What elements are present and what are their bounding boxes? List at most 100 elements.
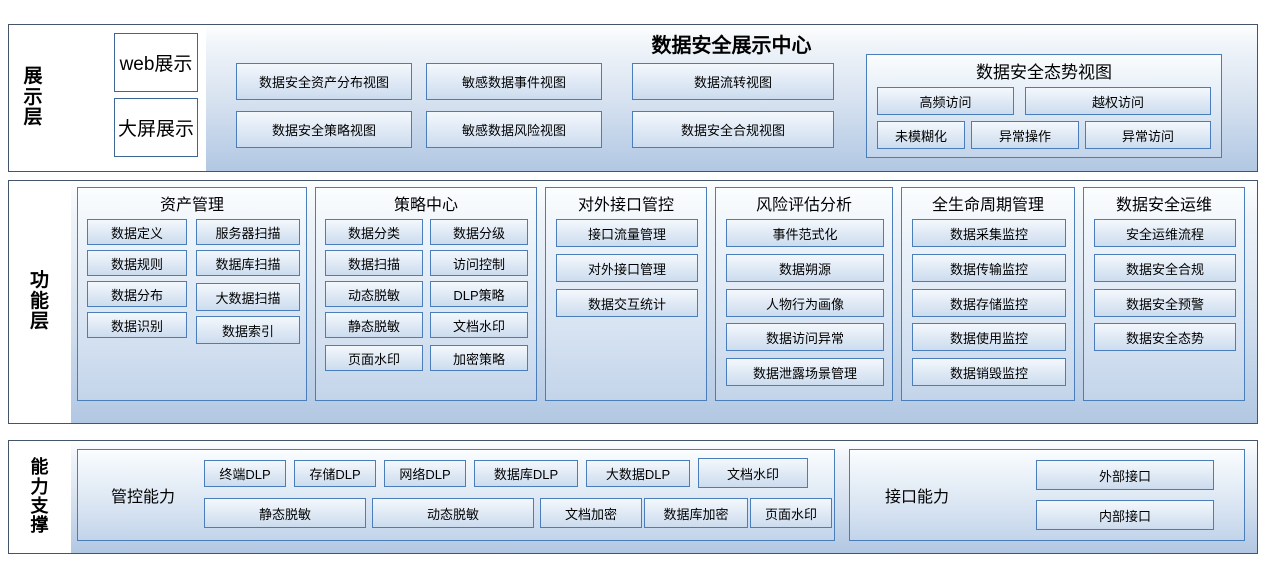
panel-title-risk-assessment: 风险评估分析: [755, 197, 852, 214]
view-box-sensitive-event[interactable]: 敏感数据事件视图: [426, 63, 602, 100]
cap-label: 文档水印: [726, 466, 779, 482]
layer-label-char: 展: [23, 66, 44, 88]
view-label: 数据安全资产分布视图: [258, 75, 389, 90]
cap-label: 大数据DLP: [605, 467, 671, 482]
fn-label: 数据安全态势: [1125, 330, 1204, 346]
web-display-label: web展示: [119, 54, 193, 75]
fn-label: 数据安全合规: [1125, 261, 1204, 277]
fn-box-static-masking[interactable]: 静态脱敏: [325, 312, 423, 338]
view-label: 数据安全策略视图: [271, 123, 376, 138]
control-capability-label: 管控能力: [110, 489, 175, 506]
fn-box-data-distribution[interactable]: 数据分布: [87, 281, 187, 307]
situation-box-privilege-escalation-access[interactable]: 越权访问: [1025, 87, 1211, 115]
cap-box-database-encryption[interactable]: 数据库加密: [644, 498, 748, 528]
fn-box-external-interface-management[interactable]: 对外接口管理: [556, 254, 698, 282]
cap-label: 文档加密: [564, 506, 617, 522]
fn-box-event-normalization[interactable]: 事件范式化: [726, 219, 884, 247]
fn-box-security-early-warning[interactable]: 数据安全预警: [1094, 289, 1236, 317]
layer-label-char: 能: [29, 290, 50, 312]
fn-box-collection-monitoring[interactable]: 数据采集监控: [912, 219, 1066, 247]
fn-box-storage-monitoring[interactable]: 数据存储监控: [912, 289, 1066, 317]
fn-box-document-watermark[interactable]: 文档水印: [430, 312, 528, 338]
fn-box-bigdata-scan[interactable]: 大数据扫描: [196, 283, 300, 311]
fn-box-data-grading[interactable]: 数据分级: [430, 219, 528, 245]
web-display-box[interactable]: web展示: [114, 33, 198, 92]
fn-box-data-provenance[interactable]: 数据朔源: [726, 254, 884, 282]
situation-label: 异常操作: [998, 128, 1051, 144]
fn-box-interface-traffic-management[interactable]: 接口流量管理: [556, 219, 698, 247]
situation-label: 高频访问: [919, 94, 972, 110]
cap-box-internal-interface[interactable]: 内部接口: [1036, 500, 1214, 530]
cap-box-storage-dlp[interactable]: 存储DLP: [294, 460, 376, 487]
cap-box-endpoint-dlp[interactable]: 终端DLP: [204, 460, 286, 487]
fn-box-security-compliance[interactable]: 数据安全合规: [1094, 254, 1236, 282]
cap-box-document-watermark[interactable]: 文档水印: [698, 458, 808, 488]
fn-label: 人物行为画像: [765, 296, 844, 312]
fn-label: 服务器扫描: [215, 225, 281, 241]
fn-box-data-definition[interactable]: 数据定义: [87, 219, 187, 245]
fn-label: 数据传输监控: [949, 261, 1028, 277]
fn-box-secure-ops-process[interactable]: 安全运维流程: [1094, 219, 1236, 247]
fn-label: 数据分类: [347, 225, 400, 241]
support-layer-body: 管控能力 终端DLP 存储DLP 网络DLP 数据库DLP 大数据DLP 文档水…: [71, 441, 1257, 553]
cap-label: 存储DLP: [309, 467, 361, 482]
situation-label: 未模糊化: [894, 128, 947, 144]
fn-box-leak-scenario-management[interactable]: 数据泄露场景管理: [726, 358, 884, 386]
cap-box-page-watermark[interactable]: 页面水印: [750, 498, 832, 528]
fn-box-data-identification[interactable]: 数据识别: [87, 312, 187, 338]
fn-label: DLP策略: [453, 287, 505, 303]
fn-box-security-situation[interactable]: 数据安全态势: [1094, 323, 1236, 351]
panel-title-security-operations: 数据安全运维: [1115, 197, 1212, 214]
cap-box-static-masking[interactable]: 静态脱敏: [204, 498, 366, 528]
cap-label: 网络DLP: [399, 467, 451, 482]
fn-box-destruction-monitoring[interactable]: 数据销毁监控: [912, 358, 1066, 386]
situation-box-abnormal-operation[interactable]: 异常操作: [971, 121, 1079, 149]
cap-box-dynamic-masking[interactable]: 动态脱敏: [372, 498, 534, 528]
fn-box-transmission-monitoring[interactable]: 数据传输监控: [912, 254, 1066, 282]
view-box-compliance[interactable]: 数据安全合规视图: [632, 111, 834, 148]
fn-label: 数据使用监控: [949, 330, 1028, 346]
view-box-sensitive-risk[interactable]: 敏感数据风险视图: [426, 111, 602, 148]
view-box-asset-distribution[interactable]: 数据安全资产分布视图: [236, 63, 412, 100]
fn-box-usage-monitoring[interactable]: 数据使用监控: [912, 323, 1066, 351]
view-box-security-policy[interactable]: 数据安全策略视图: [236, 111, 412, 148]
situation-label: 越权访问: [1091, 94, 1144, 110]
fn-label: 数据分布: [110, 287, 163, 303]
cap-box-bigdata-dlp[interactable]: 大数据DLP: [586, 460, 690, 487]
fn-box-data-interaction-statistics[interactable]: 数据交互统计: [556, 289, 698, 317]
fn-box-dlp-policy[interactable]: DLP策略: [430, 281, 528, 307]
fn-box-server-scan[interactable]: 服务器扫描: [196, 219, 300, 245]
cap-box-document-encryption[interactable]: 文档加密: [540, 498, 642, 528]
fn-box-data-classification[interactable]: 数据分类: [325, 219, 423, 245]
fn-box-encryption-policy[interactable]: 加密策略: [430, 345, 528, 371]
panel-policy-center: 策略中心 数据分类 数据扫描 动态脱敏 静态脱敏 页面水印 数据分级 访问控制 …: [315, 187, 537, 401]
cap-label: 动态脱敏: [426, 506, 479, 522]
layer-label-char: 支: [30, 496, 50, 516]
bigscreen-display-box[interactable]: 大屏展示: [114, 98, 198, 157]
fn-box-person-behavior-profile[interactable]: 人物行为画像: [726, 289, 884, 317]
fn-box-data-index[interactable]: 数据索引: [196, 316, 300, 344]
cap-box-network-dlp[interactable]: 网络DLP: [384, 460, 466, 487]
cap-box-database-dlp[interactable]: 数据库DLP: [474, 460, 578, 487]
situation-box-unmasked[interactable]: 未模糊化: [877, 121, 965, 149]
panel-title-lifecycle-management: 全生命周期管理: [931, 197, 1044, 214]
cap-box-external-interface[interactable]: 外部接口: [1036, 460, 1214, 490]
fn-label: 数据索引: [221, 323, 274, 339]
situation-box-abnormal-access[interactable]: 异常访问: [1085, 121, 1211, 149]
fn-label: 数据采集监控: [949, 226, 1028, 242]
fn-label: 数据定义: [110, 225, 163, 241]
fn-box-data-scan[interactable]: 数据扫描: [325, 250, 423, 276]
fn-box-access-control[interactable]: 访问控制: [430, 250, 528, 276]
fn-box-data-rule[interactable]: 数据规则: [87, 250, 187, 276]
view-box-data-flow[interactable]: 数据流转视图: [632, 63, 834, 100]
panel-external-interface-control: 对外接口管控 接口流量管理 对外接口管理 数据交互统计: [545, 187, 707, 401]
situation-box-high-frequency-access[interactable]: 高频访问: [877, 87, 1014, 115]
layer-label-char: 能: [30, 457, 50, 478]
fn-label: 安全运维流程: [1125, 226, 1204, 242]
fn-box-dynamic-masking[interactable]: 动态脱敏: [325, 281, 423, 307]
fn-label: 数据规则: [110, 256, 163, 272]
fn-box-page-watermark[interactable]: 页面水印: [325, 345, 423, 371]
fn-box-abnormal-data-access[interactable]: 数据访问异常: [726, 323, 884, 351]
fn-box-database-scan[interactable]: 数据库扫描: [196, 250, 300, 276]
